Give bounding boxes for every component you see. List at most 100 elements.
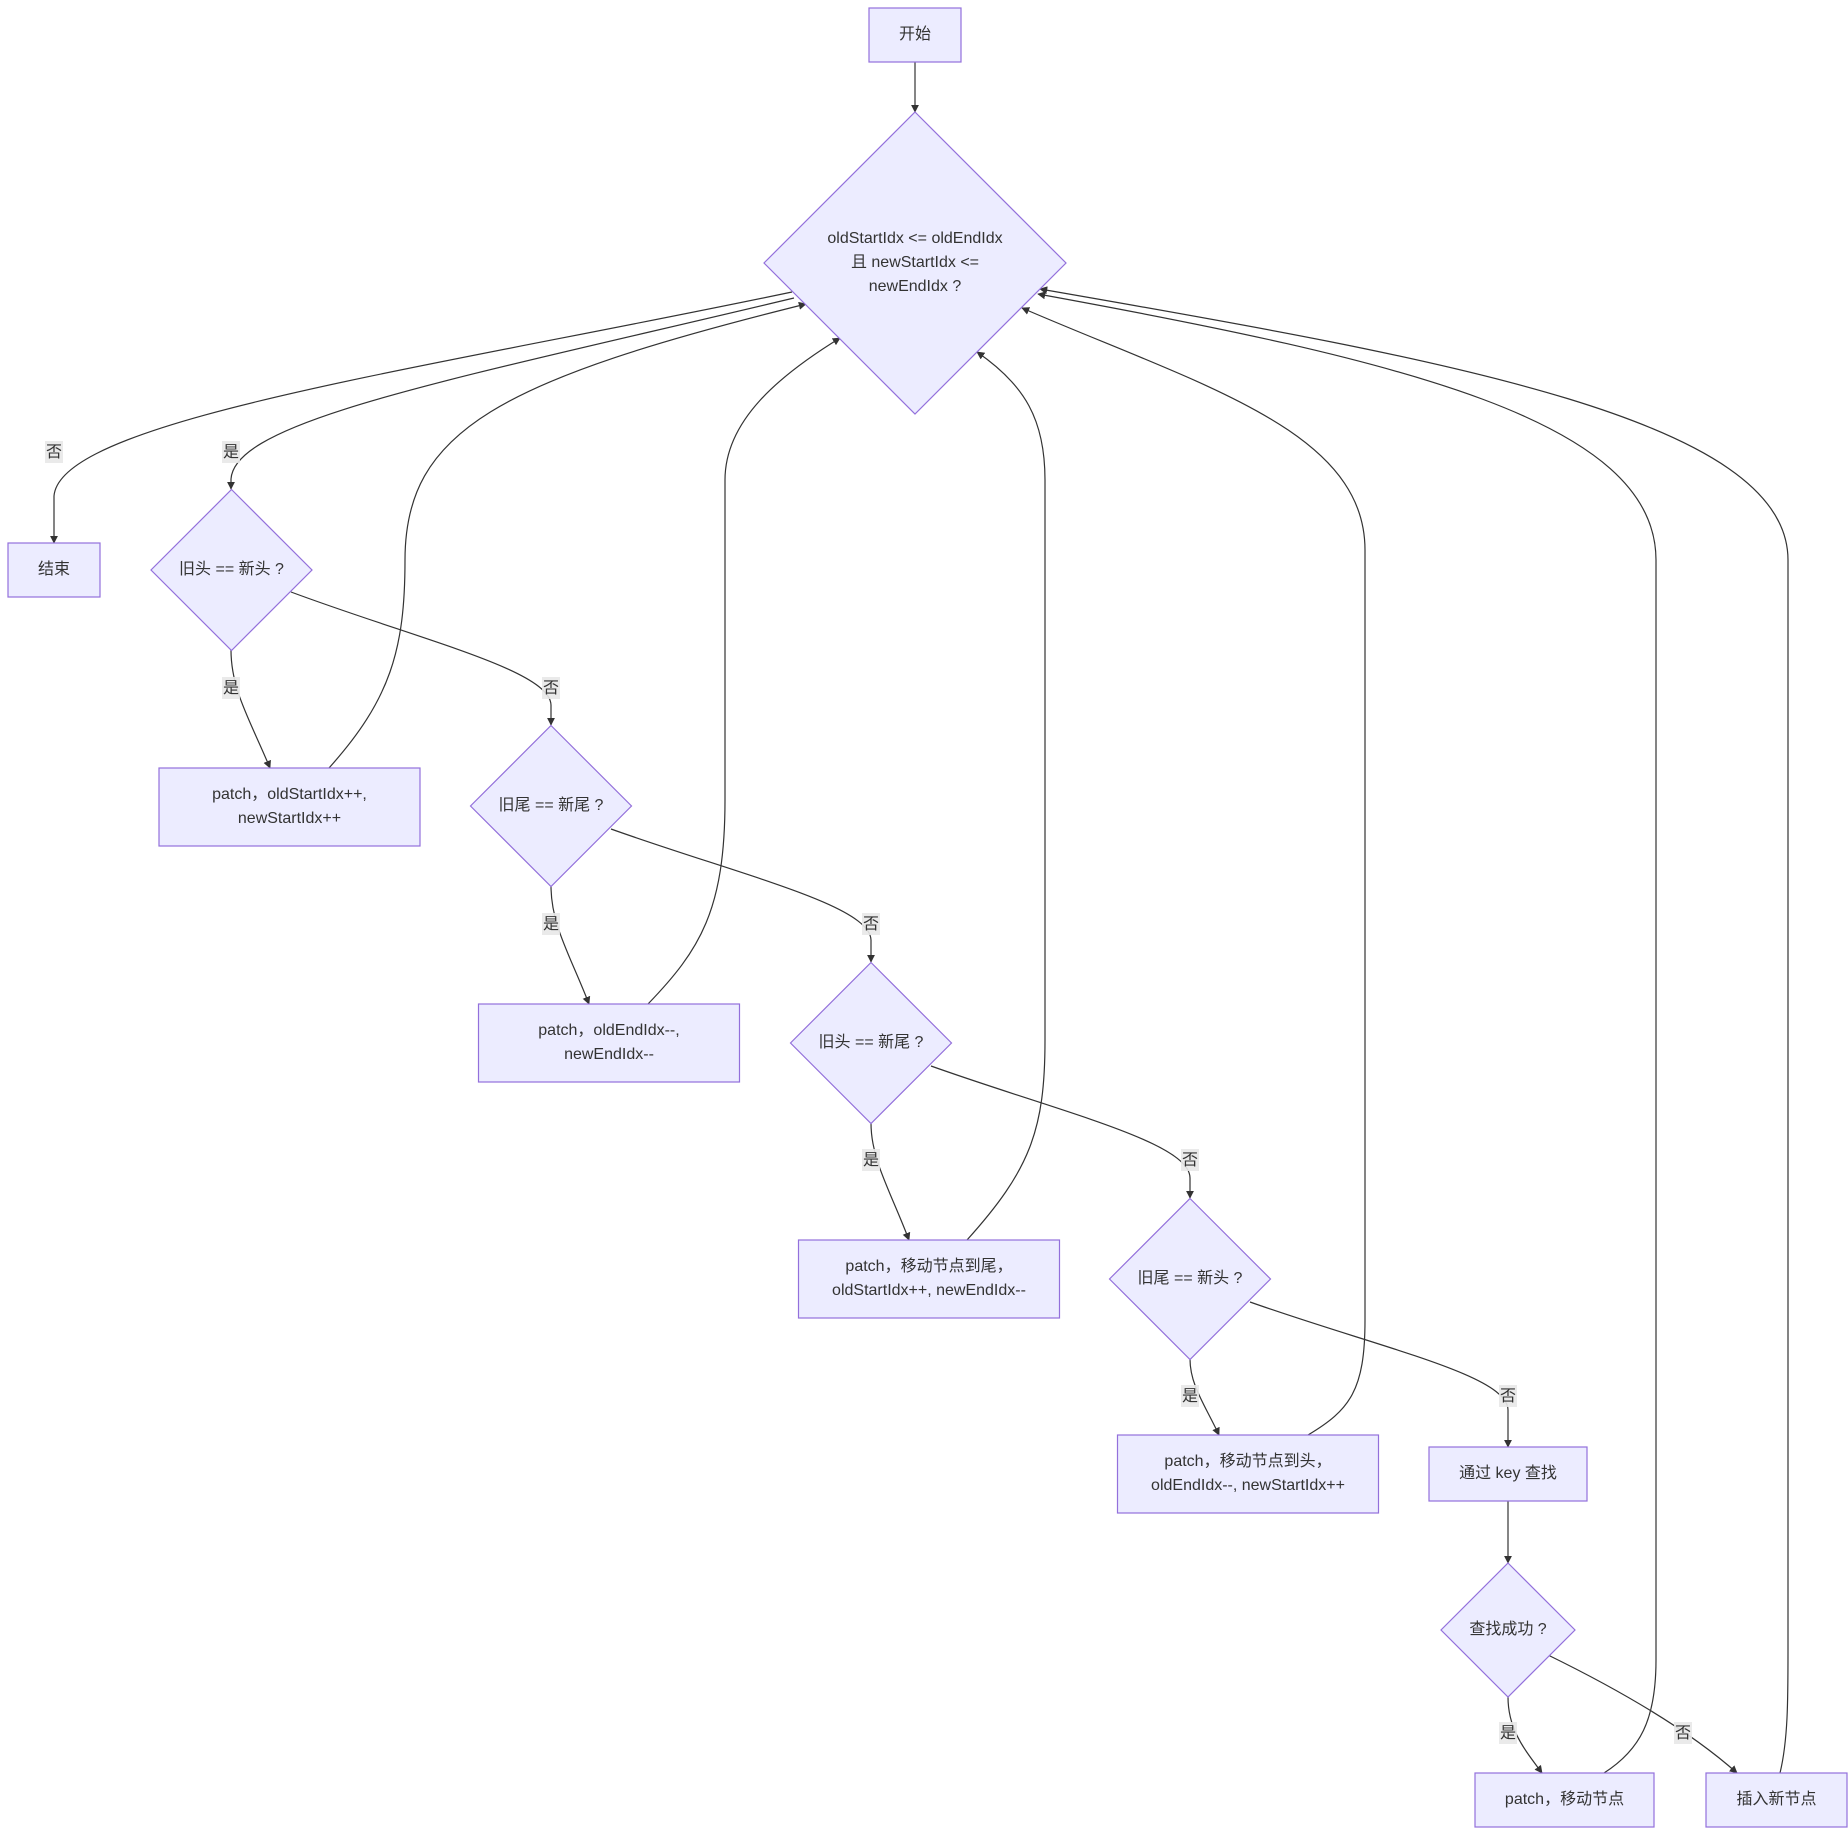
node-patch-move-to-tail: patch，移动节点到尾， oldStartIdx++, newEndIdx-- — [797, 1239, 1061, 1319]
process-box — [797, 1239, 1061, 1319]
edge-label-background — [222, 441, 240, 463]
decision-diamond — [150, 488, 313, 652]
decision-diamond — [1440, 1562, 1576, 1698]
node-label-line: patch，移动节点 — [1505, 1790, 1624, 1808]
node-label-line: 插入新节点 — [1736, 1790, 1816, 1808]
node-label-line: 旧头 == 新头 ? — [179, 560, 284, 578]
edge-label-text: 否 — [863, 916, 879, 933]
process-box — [1705, 1772, 1848, 1828]
edge-label-background — [1181, 1149, 1199, 1171]
edge-found-yes — [1507, 1696, 1543, 1774]
decision-diamond — [469, 724, 633, 888]
edge-label-tail-tail-no: 否 — [862, 913, 880, 935]
nodes-layer: 开始 oldStartIdx <= oldEndIdx 且 newStartIdx … — [7, 7, 1848, 1828]
node-patch-move-to-head: patch，移动节点到头， oldEndIdx--, newStartIdx++ — [1116, 1434, 1380, 1514]
edge-label-text: 是 — [1182, 1388, 1198, 1405]
node-check-head-tail: 旧头 == 新尾 ? — [789, 961, 953, 1125]
node-label-line: patch，oldEndIdx--, — [538, 1022, 679, 1039]
edge-head-tail-no — [930, 1065, 1194, 1199]
node-check-tail-tail: 旧尾 == 新尾 ? — [469, 724, 633, 888]
edge-label-background — [1674, 1722, 1692, 1744]
edge-label-head-tail-yes: 是 — [862, 1149, 880, 1171]
node-check-head-head: 旧头 == 新头 ? — [150, 488, 313, 652]
node-start: 开始 — [868, 7, 962, 63]
node-label-line: 旧尾 == 新尾 ? — [499, 796, 604, 814]
edge-label-text: 否 — [1182, 1152, 1198, 1169]
process-box — [1428, 1446, 1588, 1502]
edge-label-background — [542, 913, 560, 935]
edge-label-text: 是 — [543, 916, 559, 933]
edge-head-tail-yes — [870, 1122, 911, 1241]
edge-label-tail-head-no: 否 — [1499, 1385, 1517, 1407]
edge-patch-move-tail-back — [966, 351, 1046, 1241]
process-box — [1474, 1772, 1655, 1828]
edge-patch-tail-tail-back — [647, 337, 841, 1005]
node-label-line: 通过 key 查找 — [1459, 1464, 1557, 1482]
edge-label-text: 是 — [223, 444, 239, 461]
edge-tail-tail-no — [610, 828, 875, 963]
node-label-line: 且 newStartIdx <= — [851, 254, 979, 271]
edge-label-text: 是 — [1500, 1725, 1516, 1742]
edge-label-found-yes: 是 — [1499, 1722, 1517, 1744]
edge-label-found-no: 否 — [1674, 1722, 1692, 1744]
edge-label-background — [1181, 1385, 1199, 1407]
edge-label-loop-yes-to-head-head: 是 — [222, 441, 240, 463]
edge-label-background — [862, 1149, 880, 1171]
edge-label-text: 否 — [543, 680, 559, 697]
edge-patch-move-head-back — [1021, 307, 1366, 1436]
node-patch-head-head: patch，oldStartIdx++, newStartIdx++ — [158, 767, 421, 847]
edge-head-head-no — [290, 591, 555, 726]
node-label-line: patch，移动节点到头， — [1164, 1452, 1331, 1470]
edge-label-text: 是 — [223, 680, 239, 697]
edge-head-head-yes — [230, 649, 271, 769]
edge-tail-tail-yes — [550, 885, 591, 1005]
edge-label-background — [542, 677, 560, 699]
edge-label-background — [862, 913, 880, 935]
decision-diamond — [763, 111, 1067, 415]
edge-patch-head-head-back — [328, 301, 807, 769]
node-insert-new-node: 插入新节点 — [1705, 1772, 1848, 1828]
edge-label-text: 否 — [1500, 1388, 1516, 1405]
node-loop-condition: oldStartIdx <= oldEndIdx 且 newStartIdx <=… — [763, 111, 1067, 415]
process-box — [477, 1003, 741, 1083]
edge-tail-head-no — [1249, 1301, 1512, 1448]
node-label-line: patch，移动节点到尾， — [845, 1257, 1012, 1275]
node-check-found: 查找成功 ? — [1440, 1562, 1576, 1698]
node-check-tail-head: 旧尾 == 新头 ? — [1108, 1197, 1272, 1361]
process-box — [158, 767, 421, 847]
decision-diamond — [1108, 1197, 1272, 1361]
edge-label-background — [45, 441, 63, 463]
node-label-line: oldStartIdx <= oldEndIdx — [827, 230, 1002, 247]
edge-label-head-tail-no: 否 — [1181, 1149, 1199, 1171]
node-label-line: oldStartIdx++, newEndIdx-- — [832, 1282, 1026, 1299]
process-box — [868, 7, 962, 63]
edge-found-no — [1547, 1654, 1738, 1774]
node-label-line: oldEndIdx--, newStartIdx++ — [1151, 1477, 1345, 1494]
edge-label-loop-no-to-end: 否 — [45, 441, 63, 463]
node-label-line: 结束 — [38, 560, 70, 578]
node-label-line: newEndIdx-- — [564, 1046, 654, 1063]
node-patch-move-node: patch，移动节点 — [1474, 1772, 1655, 1828]
node-label-line: patch，oldStartIdx++, — [212, 786, 367, 803]
edge-label-tail-tail-yes: 是 — [542, 913, 560, 935]
node-label-line: 查找成功 ? — [1469, 1620, 1546, 1638]
edge-label-text: 否 — [1675, 1725, 1691, 1742]
edge-labels-layer: 否是是否是否是否是否是否 — [45, 441, 1692, 1744]
edge-label-head-head-yes: 是 — [222, 677, 240, 699]
node-find-by-key: 通过 key 查找 — [1428, 1446, 1588, 1502]
edge-label-tail-head-yes: 是 — [1181, 1385, 1199, 1407]
edge-label-text: 否 — [46, 444, 62, 461]
process-box — [7, 542, 101, 598]
edge-loop-no-to-end — [50, 291, 793, 544]
process-box — [1116, 1434, 1380, 1514]
edge-label-head-head-no: 否 — [542, 677, 560, 699]
node-label-line: 旧头 == 新尾 ? — [819, 1033, 924, 1051]
edge-insert-back — [1039, 286, 1789, 1774]
edge-label-background — [222, 677, 240, 699]
node-label-line: 开始 — [899, 25, 931, 43]
node-label-line: newStartIdx++ — [238, 810, 341, 827]
edge-label-background — [1499, 1385, 1517, 1407]
edge-label-background — [1499, 1722, 1517, 1744]
